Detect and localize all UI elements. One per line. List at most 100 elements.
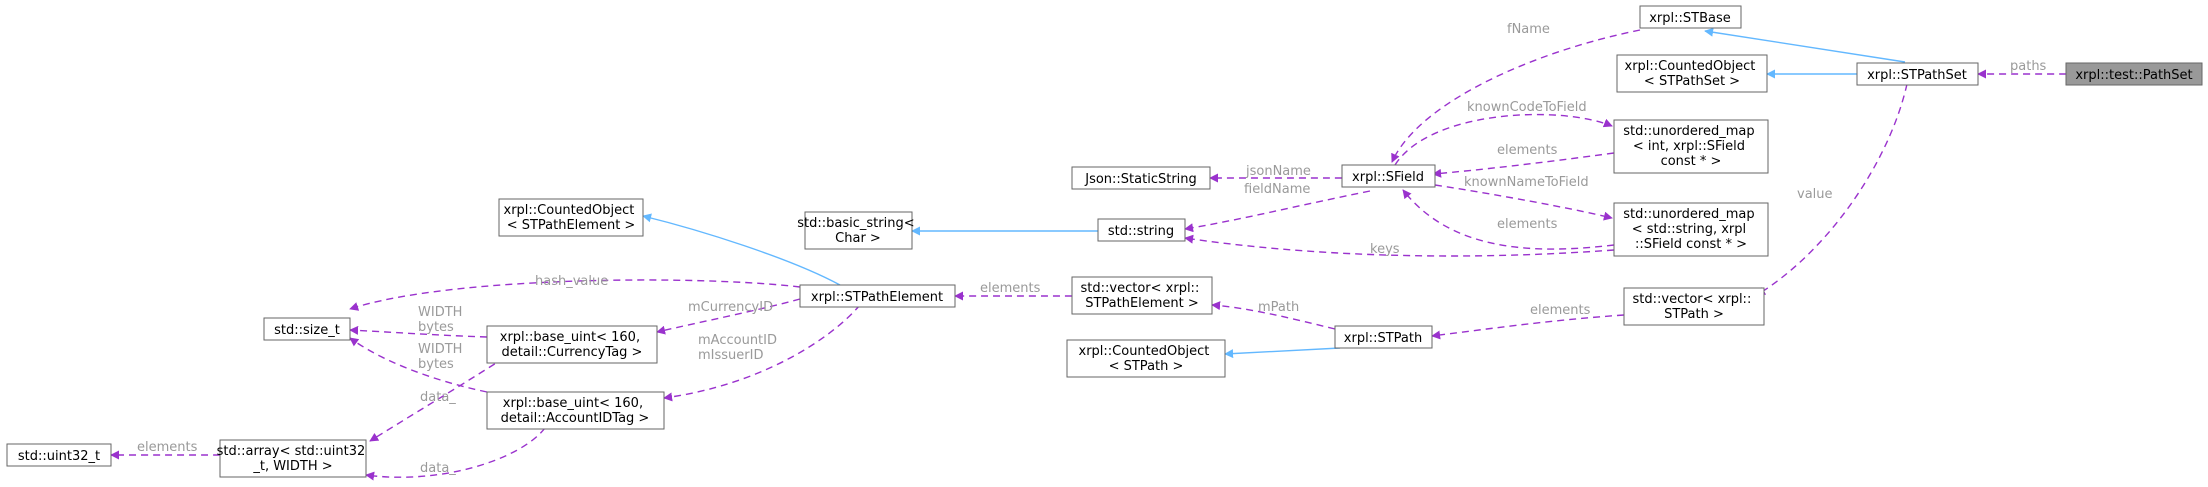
node-label: xrpl::base_uint< 160, detail::CurrencyTa… xyxy=(500,330,644,360)
node-test-pathset[interactable]: xrpl::test::PathSet xyxy=(2065,62,2203,86)
node-vector-stpath[interactable]: std::vector< xrpl:: STPath > xyxy=(1623,287,1765,326)
node-box xyxy=(1334,325,1433,349)
label-keys: keys xyxy=(1370,242,1400,257)
label-elements: elements xyxy=(1497,217,1558,232)
edge-sfield-umap-int-code xyxy=(1394,113,1613,166)
edge-stbase-sfield xyxy=(1391,29,1641,163)
node-label-line: xrpl::base_uint< 160, xyxy=(500,330,640,345)
node-counted-object-stpath[interactable]: xrpl::CountedObject < STPath > xyxy=(1066,339,1226,378)
node-label: std::uint32_t xyxy=(18,449,100,464)
edge-account-size xyxy=(349,337,488,393)
label-mcurrencyid: mCurrencyID xyxy=(688,300,773,315)
node-box xyxy=(486,325,658,364)
node-json-staticstring[interactable]: Json::StaticString xyxy=(1071,166,1211,190)
node-box xyxy=(498,198,644,237)
edge-currency-size xyxy=(349,325,488,338)
node-label: xrpl::STPathElement xyxy=(811,290,943,305)
node-base-uint-currency[interactable]: xrpl::base_uint< 160, detail::CurrencyTa… xyxy=(486,325,658,364)
node-stpathset[interactable]: xrpl::STPathSet xyxy=(1856,62,1979,86)
node-label: xrpl::STBase xyxy=(1649,11,1731,26)
node-label: xrpl::base_uint< 160, detail::AccountIDT… xyxy=(501,396,650,426)
edge-stpath-inherits-counted xyxy=(1224,347,1341,359)
edge-sfield-umap-string-name xyxy=(1434,184,1613,221)
node-box xyxy=(263,317,351,341)
edge-stpath-vector-element xyxy=(1211,301,1336,330)
node-vector-stpathelement[interactable]: std::vector< xrpl:: STPathElement > xyxy=(1071,276,1213,315)
node-std-size-t[interactable]: std::size_t xyxy=(263,317,351,341)
node-label-line: < STPathSet > xyxy=(1644,74,1740,89)
edge-vector-stpath-stpath xyxy=(1431,314,1625,340)
node-stpath[interactable]: xrpl::STPath xyxy=(1334,325,1433,349)
node-label-line: xrpl::base_uint< 160, xyxy=(503,396,643,411)
node-box xyxy=(1341,164,1436,188)
node-label-line: < STPath > xyxy=(1109,359,1184,374)
node-box xyxy=(486,391,665,430)
label-width-bytes: WIDTH bytes xyxy=(418,305,467,335)
node-label: xrpl::test::PathSet xyxy=(2075,68,2192,83)
edge-umap-string-keys xyxy=(1184,234,1615,257)
label-knowncodetofield: knownCodeToField xyxy=(1467,100,1587,115)
edge-account-array xyxy=(365,427,546,481)
label-elements: elements xyxy=(1497,143,1558,158)
node-label-line: < int, xrpl::SField xyxy=(1633,139,1745,154)
node-stpathelement[interactable]: xrpl::STPathElement xyxy=(799,284,956,308)
node-box xyxy=(804,211,913,250)
node-label: xrpl::CountedObject < STPathElement > xyxy=(504,203,639,233)
node-label-line: const * > xyxy=(1661,154,1722,169)
node-std-basic-string[interactable]: std::basic_string< Char > xyxy=(797,211,918,250)
label-jsonname: jsonName xyxy=(1245,164,1311,179)
edge-element-size xyxy=(349,279,801,311)
node-label-line: STPathElement > xyxy=(1085,296,1199,311)
node-std-string[interactable]: std::string xyxy=(1097,218,1186,242)
node-label-line: detail::AccountIDTag > xyxy=(501,411,650,426)
node-label-line: std::unordered_map xyxy=(1623,207,1754,222)
label-elements: elements xyxy=(980,281,1041,296)
node-label-line: _t, WIDTH > xyxy=(252,459,332,474)
node-counted-object-stpathelement[interactable]: xrpl::CountedObject < STPathElement > xyxy=(498,198,644,237)
node-stbase[interactable]: xrpl::STBase xyxy=(1639,5,1742,29)
label-fieldname: fieldName xyxy=(1244,182,1310,197)
node-label-line: std::basic_string< xyxy=(797,216,914,231)
node-sfield[interactable]: xrpl::SField xyxy=(1341,164,1436,188)
edge-currency-array xyxy=(369,350,516,442)
node-box xyxy=(1071,166,1211,190)
label-data: data_ xyxy=(420,461,456,476)
node-box xyxy=(6,443,112,467)
label-mpath: mPath xyxy=(1258,300,1299,315)
node-label-line: Char > xyxy=(835,231,881,246)
label-line: mIssuerID xyxy=(698,348,763,363)
node-box xyxy=(2065,62,2203,86)
node-base-uint-account[interactable]: xrpl::base_uint< 160, detail::AccountIDT… xyxy=(486,391,665,430)
label-line: WIDTH xyxy=(418,342,462,357)
label-elements: elements xyxy=(137,440,198,455)
label-value: value xyxy=(1797,187,1833,202)
label-hash-value: hash_value xyxy=(535,274,608,289)
label-line: WIDTH xyxy=(418,305,462,320)
node-label: std::vector< xrpl:: STPath > xyxy=(1633,292,1756,322)
node-box xyxy=(1616,54,1768,93)
edge-element-currency xyxy=(656,298,801,335)
label-knownnametofield: knownNameToField xyxy=(1464,175,1589,190)
node-box xyxy=(1071,276,1213,315)
edge-sfield-string xyxy=(1184,190,1371,233)
node-unordered-map-int[interactable]: std::unordered_map < int, xrpl::SField c… xyxy=(1613,119,1769,174)
node-label: std::array< std::uint32 _t, WIDTH > xyxy=(217,444,370,474)
label-maccountid-missuerid: mAccountID mIssuerID xyxy=(698,333,781,363)
node-label: std::unordered_map < int, xrpl::SField c… xyxy=(1623,124,1759,169)
node-label: std::vector< xrpl:: STPathElement > xyxy=(1081,281,1204,311)
label-paths: paths xyxy=(2010,59,2047,74)
node-label-line: xrpl::CountedObject xyxy=(1625,59,1756,74)
node-label: std::basic_string< Char > xyxy=(797,216,918,246)
node-box xyxy=(1613,119,1769,174)
node-box xyxy=(799,284,956,308)
node-std-array[interactable]: std::array< std::uint32 _t, WIDTH > xyxy=(217,439,370,478)
node-box xyxy=(1639,5,1742,29)
node-unordered-map-string[interactable]: std::unordered_map < std::string, xrpl :… xyxy=(1613,202,1769,257)
edge-umap-int-sfield xyxy=(1432,152,1615,178)
node-counted-object-stpathset[interactable]: xrpl::CountedObject < STPathSet > xyxy=(1616,54,1768,93)
edge-stpathset-vector-stpath xyxy=(1756,83,1908,296)
node-label: xrpl::CountedObject < STPathSet > xyxy=(1625,59,1760,89)
node-std-uint32-t[interactable]: std::uint32_t xyxy=(6,443,112,467)
node-label-line: xrpl::CountedObject xyxy=(1079,344,1210,359)
